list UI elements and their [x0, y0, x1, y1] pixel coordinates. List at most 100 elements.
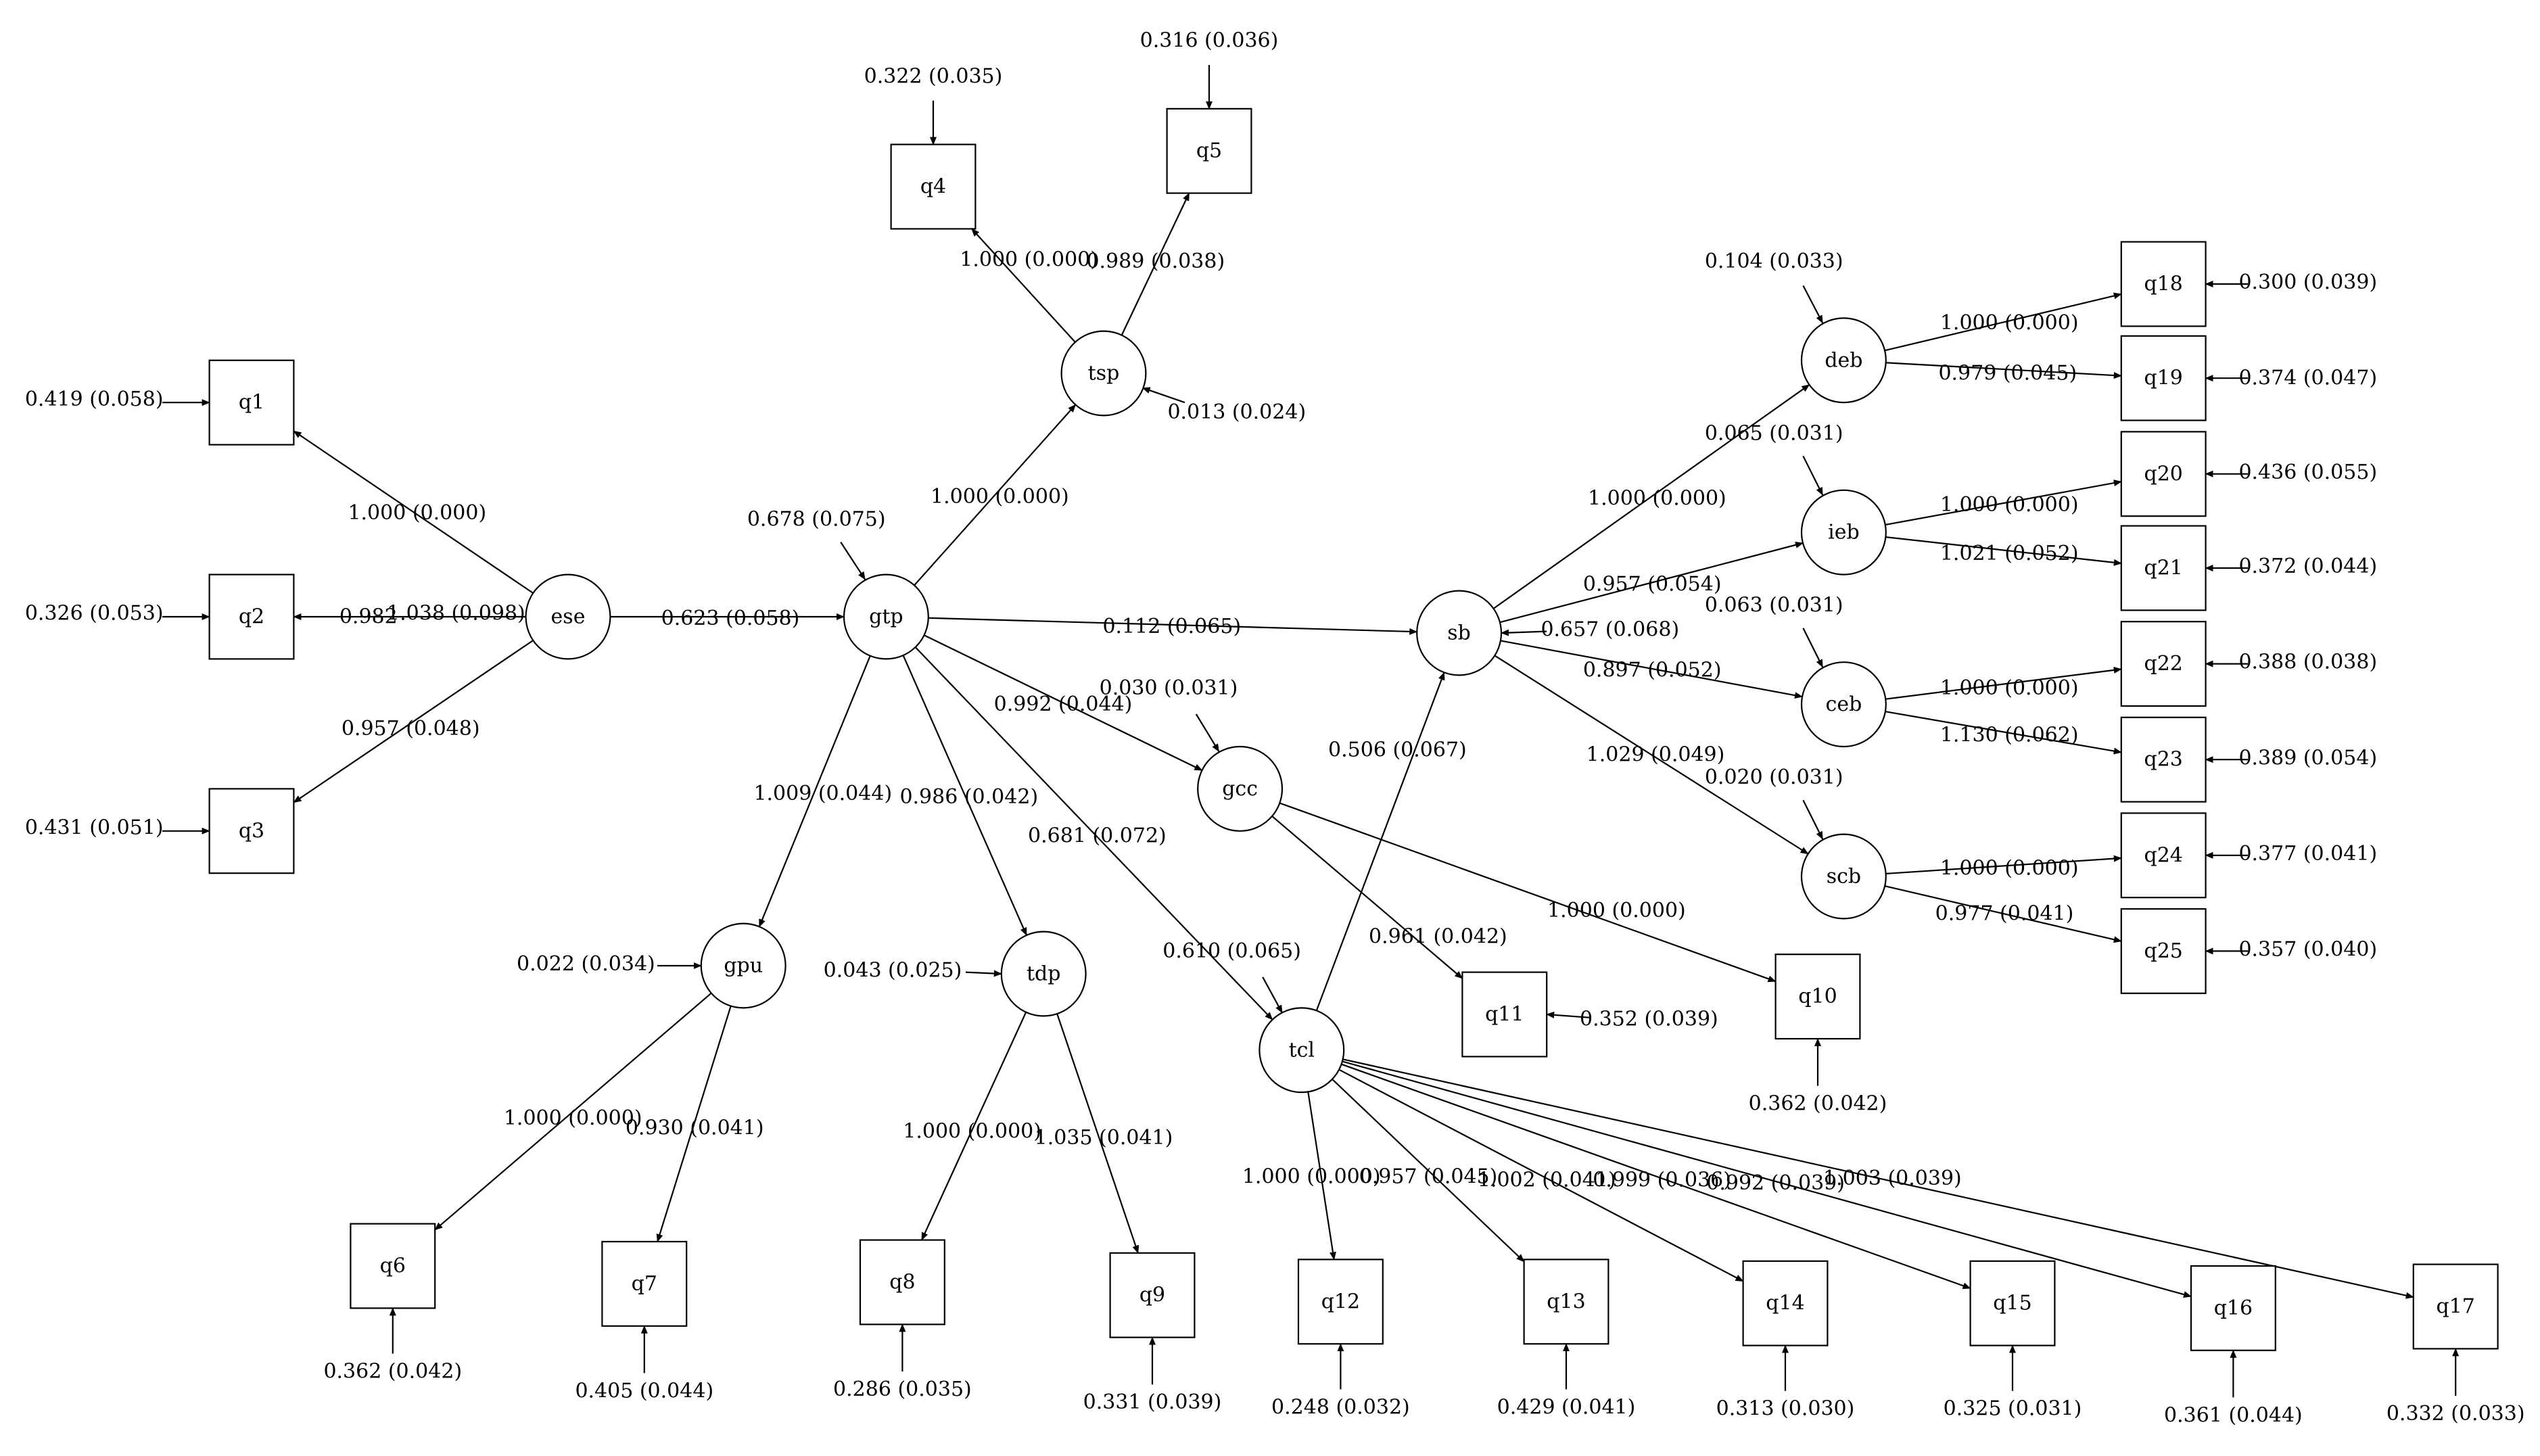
path-gtp-to-gpu: [758, 655, 871, 928]
variance-label-q25: 0.357 (0.040): [2238, 938, 2377, 962]
estimate-tcl-q12: 1.000 (0.000): [1242, 1165, 1381, 1189]
path-tcl-to-sb: [1315, 672, 1445, 1011]
indicator-q9: q9: [1109, 1252, 1196, 1338]
variance-arrow-deb: [1802, 285, 1824, 324]
estimate-tcl-q13: 0.957 (0.045): [1359, 1165, 1498, 1189]
node-label: q4: [920, 175, 946, 199]
variance-arrow-scb: [1802, 799, 1824, 840]
latent-scb: scb: [1800, 833, 1887, 920]
indicator-q12: q12: [1297, 1259, 1384, 1345]
latent-circle: [525, 573, 611, 660]
variance-label-gpu: 0.022 (0.034): [517, 952, 655, 976]
latent-ese: ese: [525, 573, 611, 660]
estimate-tdp-q9: 1.035 (0.041): [1035, 1126, 1173, 1150]
variance-label-gcc: 0.030 (0.031): [1100, 676, 1238, 700]
path-tsp-to-q5: [1121, 192, 1190, 336]
estimate-scb-q25: 0.977 (0.041): [1935, 902, 2074, 926]
variance-label-q24: 0.377 (0.041): [2238, 842, 2377, 866]
estimate-gtp-gpu: 1.009 (0.044): [753, 782, 892, 805]
path-deb-to-q19: [1885, 362, 2122, 379]
estimate-tsp-q4: 1.000 (0.000): [960, 248, 1098, 272]
indicator-q15: q15: [1969, 1260, 2056, 1346]
indicator-q25: q25: [2120, 908, 2207, 994]
latent-gpu: gpu: [700, 922, 786, 1009]
variance-label-q7: 0.405 (0.044): [575, 1379, 713, 1403]
path-tcl-to-q15: [1341, 1063, 1971, 1290]
indicator-box: [2120, 908, 2207, 994]
indicator-box: [2120, 431, 2207, 517]
path-tdp-to-q9: [1056, 1013, 1139, 1254]
estimate-gtp-gcc: 0.992 (0.044): [994, 692, 1133, 716]
indicator-box: [1166, 108, 1252, 194]
latent-ceb: ceb: [1800, 661, 1887, 748]
node-label: q3: [239, 819, 264, 843]
variance-label-q5: 0.316 (0.036): [1140, 29, 1279, 53]
variance-label-q22: 0.388 (0.038): [2238, 651, 2377, 674]
estimate-tsp-q5: 0.989 (0.038): [1086, 250, 1225, 273]
estimate-scb-q24: 1.000 (0.000): [1940, 857, 2079, 880]
indicator-box: [1774, 954, 1861, 1040]
node-label: sb: [1447, 621, 1471, 645]
indicator-q6: q6: [350, 1223, 436, 1309]
estimate-gpu-q6: 1.000 (0.000): [504, 1106, 642, 1130]
path-ieb-to-q21: [1885, 536, 2122, 566]
node-label: q5: [1196, 139, 1222, 163]
latent-gtp: gtp: [843, 573, 929, 660]
path-tcl-to-q14: [1338, 1068, 1744, 1282]
path-sb-to-deb: [1492, 384, 1810, 609]
variance-arrow-ieb: [1802, 455, 1824, 496]
node-label: q16: [2214, 1296, 2253, 1320]
estimate-deb-q19: 0.979 (0.045): [1938, 362, 2077, 385]
node-label: q13: [1547, 1290, 1585, 1313]
path-gcc-to-q10: [1279, 802, 1777, 983]
indicator-q24: q24: [2120, 812, 2207, 899]
estimate-ese-q3: 0.957 (0.048): [342, 717, 480, 741]
estimate-ieb-q21: 1.021 (0.052): [1940, 542, 2079, 565]
path-tsp-to-q4: [971, 228, 1076, 343]
variance-arrow-q11: [1546, 1011, 1591, 1018]
path-ieb-to-q20: [1885, 479, 2122, 526]
variance-label-q4: 0.322 (0.035): [864, 64, 1003, 88]
indicator-q2: q2: [208, 573, 295, 660]
variance-label-q12: 0.248 (0.032): [1271, 1395, 1410, 1419]
estimate-gtp-sb: 0.112 (0.065): [1102, 615, 1241, 638]
variance-label-tdp: 0.043 (0.025): [824, 959, 962, 983]
indicator-q17: q17: [2412, 1263, 2499, 1350]
estimate-ese-q1: 1.000 (0.000): [348, 501, 486, 525]
indicator-box: [1109, 1252, 1196, 1338]
estimate-tcl-q14: 1.002 (0.041): [1478, 1168, 1616, 1192]
node-label: q10: [1798, 985, 1837, 1008]
path-ceb-to-q23: [1885, 711, 2122, 755]
path-arrows: [293, 192, 2414, 1299]
node-label: q1: [239, 391, 264, 415]
latent-deb: deb: [1800, 317, 1887, 404]
indicator-box: [1969, 1260, 2056, 1346]
variance-arrow-gtp: [840, 541, 866, 580]
latent-circle: [1259, 1007, 1345, 1094]
variance-label-q2: 0.326 (0.053): [25, 602, 164, 626]
estimate-tdp-q8: 1.000 (0.000): [903, 1119, 1041, 1143]
latent-circle: [1000, 931, 1087, 1017]
node-label: q17: [2437, 1295, 2475, 1319]
indicator-q16: q16: [2190, 1265, 2276, 1351]
latent-circle: [1197, 745, 1284, 832]
variance-label-q17: 0.332 (0.033): [2386, 1402, 2525, 1426]
estimate-ceb-q22: 1.000 (0.000): [1940, 676, 2079, 700]
indicator-box: [1461, 971, 1548, 1058]
indicator-box: [2120, 335, 2207, 421]
estimate-gcc-q11: 0.961 (0.042): [1369, 924, 1507, 948]
node-label: q14: [1766, 1292, 1804, 1315]
node-label: tcl: [1289, 1038, 1315, 1062]
path-tcl-to-q16: [1342, 1060, 2192, 1298]
indicator-box: [208, 359, 295, 446]
path-ese-to-q1: [293, 430, 534, 594]
estimate-sb-ceb: 0.897 (0.052): [1583, 659, 1722, 682]
latent-circle: [1800, 317, 1887, 404]
variance-arrow-tcl: [1262, 977, 1283, 1014]
node-label: scb: [1827, 865, 1861, 889]
node-label: q24: [2144, 843, 2183, 867]
estimate-sb-deb: 1.000 (0.000): [1588, 486, 1726, 510]
path-scb-to-q24: [1885, 855, 2122, 874]
latent-circle: [1800, 833, 1887, 920]
